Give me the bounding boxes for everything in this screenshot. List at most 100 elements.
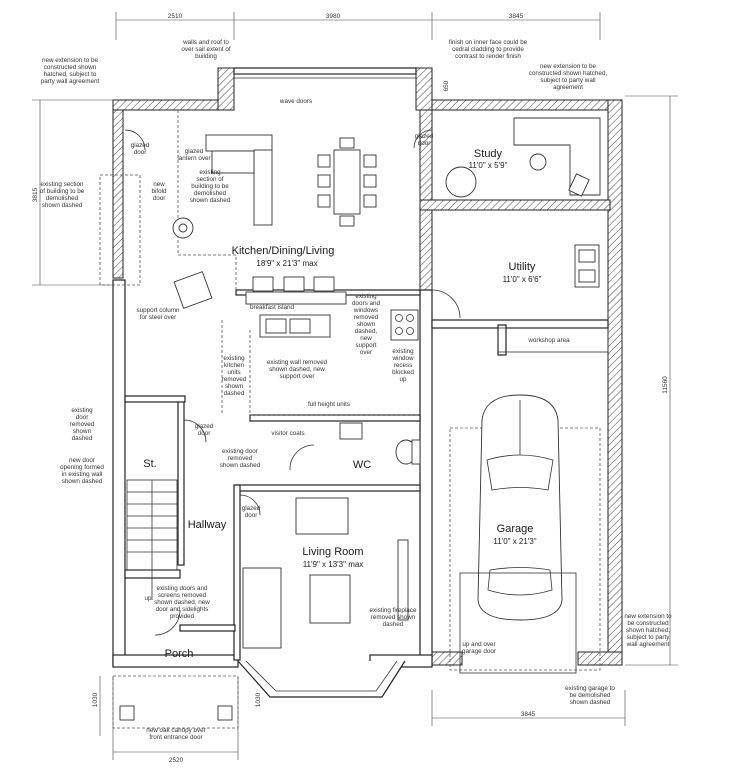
dim-top-1: 2510 <box>168 13 183 20</box>
note-line: existing <box>199 169 221 176</box>
note-line: screens removed <box>158 592 207 599</box>
note-line: window <box>392 355 414 362</box>
note-line: in existing wall <box>62 471 103 478</box>
note-line: of building to be <box>40 188 85 195</box>
note-line: door and sidelights <box>156 606 209 613</box>
hallway-name: Hallway <box>188 519 227 531</box>
bay-window <box>237 660 406 698</box>
note-wave-doors: wave doors <box>279 98 312 105</box>
utility-bottom-wall <box>431 319 609 329</box>
wc-fixtures <box>339 422 421 465</box>
note-line: existing door <box>222 448 258 455</box>
note-line: front entrance door <box>149 734 202 741</box>
note-line: party wall agreement <box>41 78 100 85</box>
top-left-extension-wall <box>112 99 234 111</box>
full-height-wall <box>249 414 421 422</box>
demolished-section-top <box>177 110 237 290</box>
note-line: up <box>144 595 152 602</box>
l-sofa <box>205 134 273 226</box>
top-pier-right <box>415 67 433 111</box>
left-extension-wall <box>112 99 124 279</box>
note-line: agreement <box>553 84 583 91</box>
garage-name: Garage <box>497 523 534 535</box>
top-pier-left <box>217 67 235 111</box>
note-line: existing wall removed <box>267 359 328 366</box>
note-line: removed <box>70 421 95 428</box>
note-line: be constructed <box>627 620 669 627</box>
note-line: new <box>360 335 372 342</box>
note-line: door <box>245 512 258 519</box>
note-line: shown dashed <box>62 478 103 485</box>
note-line: provided <box>170 613 195 620</box>
note-line: new <box>153 181 165 188</box>
canopy-posts <box>112 675 239 729</box>
note-line: full height units <box>308 401 350 408</box>
note-line: shown dashed <box>42 202 83 209</box>
garage-door-swing <box>459 572 577 674</box>
note-line: recess <box>394 362 413 369</box>
note-line: door <box>134 149 147 156</box>
porch-name: Porch <box>165 648 194 660</box>
note-line: contrast to render finish <box>455 53 521 60</box>
wc-name: WC <box>353 459 371 471</box>
note-line: dashed, <box>355 328 378 335</box>
dining-table <box>317 137 377 227</box>
house-left-wall <box>112 279 126 666</box>
note-line: existing <box>355 293 377 300</box>
note-line: demolished <box>194 190 227 197</box>
note-line: support column <box>136 307 180 314</box>
note-line: existing section <box>40 181 84 188</box>
dim-top-2: 3980 <box>326 13 341 20</box>
utility-sink <box>574 244 600 288</box>
breakfast-island-shape <box>245 276 347 338</box>
note-line: new extension to be <box>540 63 597 70</box>
study-desk <box>445 117 601 198</box>
note-visitor-coats: visitor coats <box>271 430 304 437</box>
note-line: glazed <box>415 133 434 140</box>
porch-top-wall <box>179 624 236 632</box>
note-line: glazed <box>185 148 204 155</box>
note-line: constructed shown hatched, <box>529 70 608 77</box>
note-line: glazed <box>131 142 150 149</box>
demolished-section-left <box>99 174 141 286</box>
note-line: kitchen <box>224 362 244 369</box>
note-line: cedral cladding to provide <box>452 46 524 53</box>
note-line: finish on inner face could be <box>449 39 528 46</box>
note-line: demolished <box>46 195 79 202</box>
top-right-extension-wall <box>431 99 623 111</box>
note-breakfast-island: breakfast island <box>250 304 295 311</box>
note-line: subject to party <box>627 634 671 641</box>
note-line: units <box>227 369 240 376</box>
garage-front-left <box>431 651 463 666</box>
living-size: 11'9" x 13'3" max <box>303 560 364 569</box>
dim-porch-a: 1030 <box>92 692 99 707</box>
note-line: shown <box>73 428 92 435</box>
note-line: existing <box>223 355 245 362</box>
stairs <box>126 479 178 600</box>
note-line: up <box>399 376 407 383</box>
dim-650-b: 650 <box>443 80 450 91</box>
note-line: shown dashed <box>190 197 231 204</box>
workshop-divider <box>497 324 507 356</box>
round-table-center <box>178 223 188 233</box>
garage-size: 11'0" x 21'3" <box>493 537 536 546</box>
